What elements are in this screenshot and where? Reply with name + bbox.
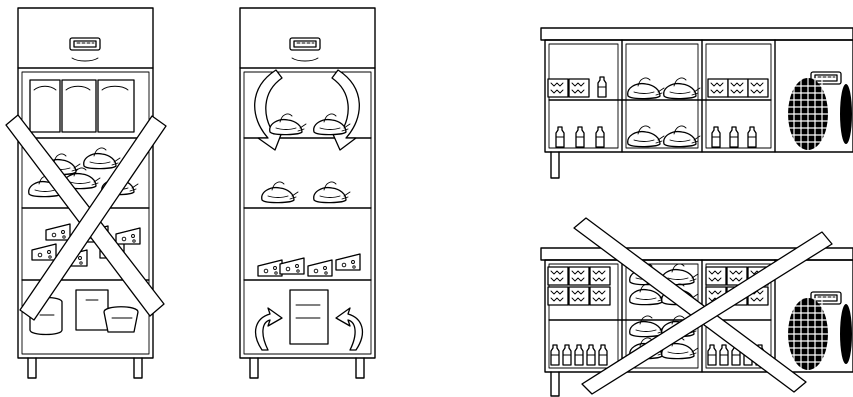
tall-cabinet-correct bbox=[240, 8, 375, 378]
control-panel-icon bbox=[290, 38, 320, 50]
fan-grille-icon bbox=[788, 298, 852, 370]
poultry-icon bbox=[262, 114, 350, 203]
poultry-icon bbox=[628, 78, 700, 147]
fan-grille-icon bbox=[788, 78, 852, 150]
control-panel-icon bbox=[70, 38, 100, 50]
counter-correct bbox=[541, 28, 853, 178]
cross-out-icon bbox=[6, 115, 166, 320]
cheese-icon bbox=[258, 254, 360, 276]
counter-overloaded bbox=[541, 218, 853, 396]
tall-cabinet-overloaded bbox=[6, 8, 166, 378]
